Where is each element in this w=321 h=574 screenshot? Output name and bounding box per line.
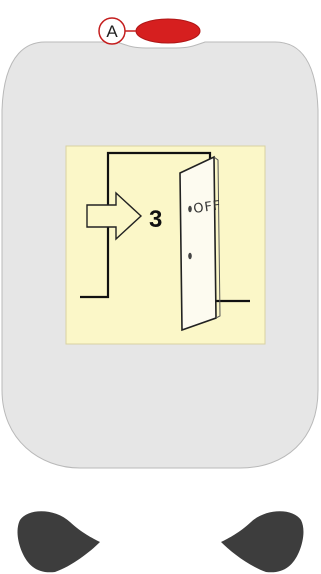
right-footpad <box>221 511 303 572</box>
door-keyhole-bottom <box>188 253 192 259</box>
count-value: 3 <box>149 206 162 233</box>
door-panel <box>180 157 216 330</box>
power-button[interactable] <box>136 19 200 43</box>
callout-a: A <box>99 18 125 44</box>
left-footpad <box>18 511 100 572</box>
display-screen <box>66 146 265 344</box>
callout-label: A <box>106 22 118 41</box>
door-keyhole-top <box>188 206 192 212</box>
